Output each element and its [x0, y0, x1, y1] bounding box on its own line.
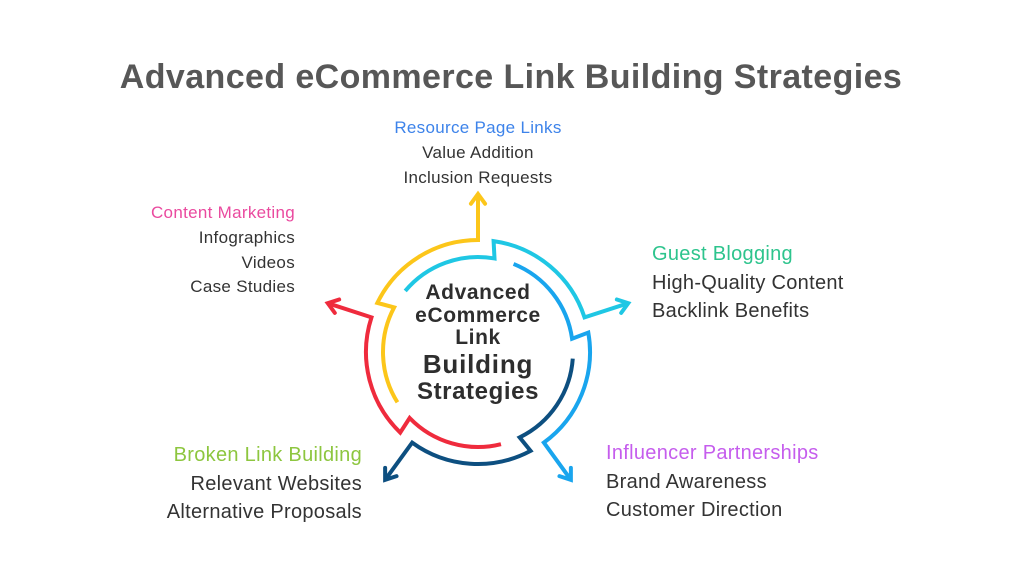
center-line-2: eCommerce	[415, 303, 541, 327]
cycle-arc-influencer-partnerships	[512, 262, 592, 481]
arrowhead-icon	[468, 190, 488, 206]
strategy-heading: Broken Link Building	[173, 444, 362, 466]
strategy-item: Inclusion Requests	[403, 167, 553, 187]
strategy-item: Customer Direction	[606, 499, 783, 521]
strategy-heading: Resource Page Links	[394, 118, 562, 137]
strategy-influencer-partnerships: Influencer Partnerships Brand Awareness …	[606, 439, 819, 525]
strategy-item: High-Quality Content	[652, 271, 844, 294]
page-title: Advanced eCommerce Link Building Strateg…	[119, 58, 903, 96]
center-hub-label: Advanced eCommerce Link Building Strateg…	[378, 281, 578, 405]
strategy-resource-page-links: Resource Page Links Value Addition Inclu…	[328, 116, 628, 190]
strategy-heading: Influencer Partnerships	[606, 442, 819, 464]
arrowhead-icon	[614, 297, 632, 315]
center-line-5: Strategies	[416, 377, 540, 405]
cycle-arc-guest-blogging	[403, 238, 629, 320]
cycle-segment-guest-blogging	[403, 238, 632, 320]
cycle-segment-content-marketing	[324, 297, 502, 449]
cycle-segment-resource-page-links	[374, 190, 488, 404]
center-line-3: Link	[455, 326, 501, 349]
strategy-broken-link-building: Broken Link Building Relevant Websites A…	[167, 441, 362, 527]
cycle-arc-resource-page-links	[374, 194, 480, 404]
strategy-item: Backlink Benefits	[652, 300, 810, 322]
strategy-item: Brand Awareness	[606, 470, 767, 493]
arrowhead-icon	[383, 465, 399, 483]
strategy-item: Value Addition	[422, 142, 534, 162]
strategy-item: Relevant Websites	[190, 472, 362, 495]
strategy-item: Case Studies	[190, 277, 295, 297]
center-line-4: Building	[422, 348, 534, 379]
strategy-heading: Guest Blogging	[652, 243, 793, 265]
cycle-segment-broken-link-building	[383, 358, 575, 483]
cycle-arc-broken-link-building	[383, 358, 575, 481]
strategy-heading: Content Marketing	[150, 203, 295, 222]
strategy-item: Alternative Proposals	[166, 501, 362, 523]
strategy-content-marketing: Content Marketing Infographics Videos Ca…	[151, 201, 295, 300]
cycle-segment-influencer-partnerships	[512, 262, 592, 483]
strategy-guest-blogging: Guest Blogging High-Quality Content Back…	[652, 240, 844, 326]
arrowhead-icon	[557, 465, 573, 483]
strategy-item: Infographics	[198, 227, 295, 247]
center-line-1: Advanced	[425, 281, 531, 304]
cycle-arc-content-marketing	[327, 301, 502, 449]
arrowhead-icon	[324, 297, 342, 315]
strategy-item: Videos	[241, 252, 295, 272]
